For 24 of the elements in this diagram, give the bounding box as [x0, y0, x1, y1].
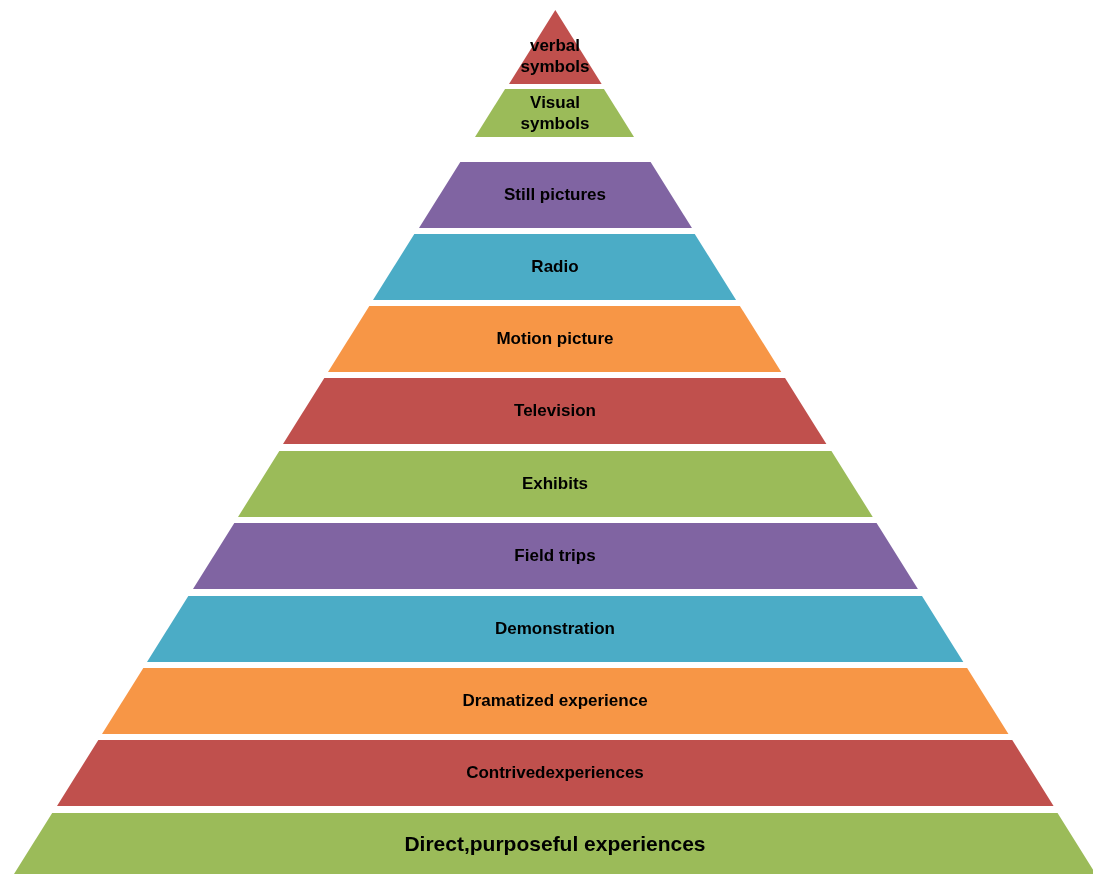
pyramid-tier: [14, 813, 1093, 874]
tier-label: Motion picture: [496, 328, 614, 350]
pyramid-tier: [373, 234, 737, 300]
pyramid-tier: [192, 523, 918, 589]
pyramid-tier: [328, 306, 782, 372]
tier-label: Direct,purposeful experiences: [404, 830, 706, 857]
tier-label: Demonstration: [495, 618, 615, 640]
pyramid-tier: [146, 596, 964, 662]
pyramid-tier: [56, 740, 1054, 806]
pyramid-tier: [237, 451, 873, 517]
pyramid-apex: [508, 10, 602, 84]
tier-label: verbal symbols: [520, 34, 590, 78]
tier-label: Radio: [531, 256, 579, 278]
tier-label: Exhibits: [521, 473, 589, 495]
pyramid-tier: [101, 668, 1009, 734]
pyramid-tier: [283, 378, 827, 444]
tier-label: Dramatized experience: [462, 690, 648, 712]
tier-label: Television: [514, 400, 596, 422]
tier-label: Visual symbols: [519, 91, 591, 135]
tier-label: Field trips: [514, 545, 596, 567]
pyramid-tier: [418, 162, 692, 228]
tier-label: Contrivedexperiences: [466, 762, 644, 784]
tier-label: Still pictures: [503, 184, 606, 206]
pyramid-tier: [475, 89, 635, 137]
